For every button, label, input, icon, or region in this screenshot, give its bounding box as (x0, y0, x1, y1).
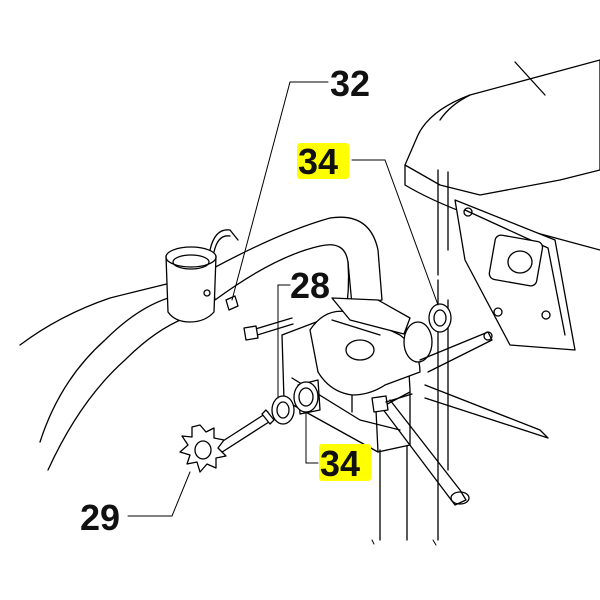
leader-34-bottom (305, 411, 319, 464)
callout-32-label: 32 (330, 63, 370, 104)
leader-29 (127, 471, 191, 517)
leader-32 (231, 81, 329, 301)
callout-34-bottom-label: 34 (320, 443, 360, 484)
washer-28 (271, 395, 295, 425)
engine-housing (404, 59, 600, 351)
bolt-lower (371, 393, 413, 413)
bolt-upper (243, 317, 294, 341)
washer-34-top (428, 303, 452, 333)
pinion-gear (179, 409, 275, 473)
callout-29-label: 29 (80, 497, 120, 538)
highlight-box (319, 444, 371, 481)
handle-frame (19, 216, 383, 471)
gear-bracket (281, 279, 549, 546)
callout-29: 29 (80, 497, 120, 538)
callout-28-label: 28 (290, 265, 330, 306)
callout-34-bottom: 34 (319, 443, 371, 484)
leader-34-top (351, 159, 439, 306)
callout-28: 28 (290, 265, 330, 306)
washer-34-bottom (293, 381, 319, 413)
callout-32: 32 (330, 63, 370, 104)
callout-34-top-label: 34 (298, 141, 338, 182)
callout-34-top: 34 (297, 141, 349, 182)
leader-lines (127, 81, 439, 517)
highlight-box (297, 143, 349, 179)
leader-28 (277, 284, 291, 399)
